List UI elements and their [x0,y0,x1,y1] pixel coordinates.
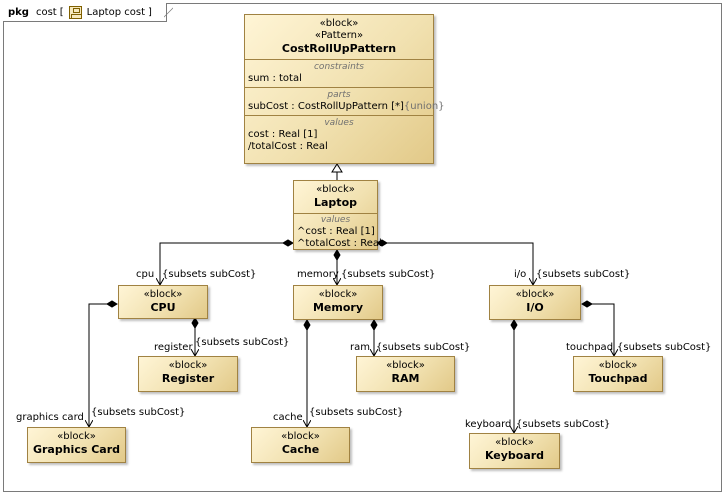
memory-subsets-label: {subsets subCost} [341,269,436,280]
compartment-title: constraints [313,62,364,72]
block-stereotype: «block» [515,289,555,300]
cpu-block[interactable]: «block»CPU [118,285,208,319]
cpu-subsets-label: {subsets subCost} [162,269,257,280]
compartment-title: values [320,215,351,225]
composition-laptop-cpu [160,242,283,285]
value-row[interactable]: cost : Real [1] [248,129,318,140]
diamond-cpu-register [191,317,199,329]
block-stereotype: «block» [386,360,425,371]
touchpad-block[interactable]: «block»Touchpad [573,356,663,392]
register-role-label[interactable]: register [154,342,193,353]
diamond-laptop-cpu [282,239,294,247]
graphics-card-subsets-label: {subsets subCost} [91,407,186,418]
bracket-close: ] [147,6,152,18]
keyboard-block[interactable]: «block»Keyboard [469,433,560,469]
frame-header: pkg cost [ Laptop cost ] [3,3,167,22]
block-stereotype: «block» [318,289,358,300]
block-stereotype: «block» [143,289,183,300]
block-name: Graphics Card [32,443,121,456]
part-property: {union} [403,101,445,112]
block-name: Memory [312,301,364,314]
register-block[interactable]: «block»Register [138,356,238,392]
cpu-role-label[interactable]: cpu [136,269,155,280]
parts-compartment: parts subCost : CostRollUpPattern [*]{un… [245,87,445,115]
ram-subsets-label: {subsets subCost} [376,342,471,353]
cache-block[interactable]: «block»Cache [251,427,350,463]
block-header: «block» Laptop [294,181,377,210]
block-name: Cache [281,443,320,456]
part-text: subCost : CostRollUpPattern [*] [248,101,404,112]
block-stereotype: «block» [495,437,534,448]
diamond-laptop-memory [333,249,341,261]
block-name: Touchpad [588,372,648,385]
composition-cpu-graphics [89,303,107,427]
value-row[interactable]: ^cost : Real [1] [297,226,375,237]
io-subsets-label: {subsets subCost} [536,269,631,280]
values-compartment: values ^cost : Real [1] ^totalCost : Rea… [294,213,382,251]
cache-subsets-label: {subsets subCost} [309,407,404,418]
block-stereotype: «block» [598,360,638,371]
diamond-memory-cache [303,319,311,331]
constraints-compartment: constraints sum : total [245,59,433,87]
block-stereotype: «block» [319,18,359,29]
value-row[interactable]: /totalCost : Real [248,141,328,152]
frame-name: cost [35,6,57,18]
keyboard-subsets-label: {subsets subCost} [516,419,611,430]
keyboard-role-label[interactable]: keyboard [465,419,512,430]
cache-role-label[interactable]: cache [273,412,303,423]
value-row[interactable]: ^totalCost : Real [297,238,382,249]
bracket-open: [ [59,6,64,18]
compartment-title: parts [327,90,351,100]
block-name: Register [161,372,215,385]
block-stereotype: «block» [168,360,208,371]
composition-io-touchpad [592,303,614,356]
touchpad-role-label[interactable]: touchpad [566,342,614,353]
block-stereotype: «block» [316,184,355,195]
io-role-label[interactable]: i/o [514,269,527,280]
touchpad-subsets-label: {subsets subCost} [617,342,712,353]
costrolluppattern-block[interactable]: «block» «Pattern» CostRollUpPattern cons… [244,14,445,164]
constraint-row[interactable]: sum : total [248,73,302,84]
diamond-cpu-graphics [106,300,118,308]
block-name: Laptop [314,196,357,209]
block-stereotype: «block» [57,431,96,442]
memory-block[interactable]: «block»Memory [293,285,383,320]
block-diagram-icon [68,5,82,19]
ram-block[interactable]: «block»RAM [356,356,455,392]
block-name: CPU [150,301,176,314]
diamond-memory-ram [370,319,378,331]
composition-laptop-io [382,242,533,285]
pattern-stereotype: «Pattern» [314,30,364,41]
block-name: I/O [526,301,544,314]
diagram-label: Laptop cost [86,6,145,18]
laptop-block[interactable]: «block» Laptop values ^cost : Real [1] ^… [293,180,382,251]
block-header: «block» «Pattern» CostRollUpPattern [245,15,433,56]
block-name: RAM [391,372,420,385]
frame-keyword: pkg [8,6,29,18]
block-stereotype: «block» [281,431,320,442]
diamond-laptop-io [376,239,388,247]
graphics-card-role-label[interactable]: graphics card [16,412,84,423]
part-row[interactable]: subCost : CostRollUpPattern [*]{union} [248,101,445,113]
diamond-io-keyboard [510,319,518,331]
io-block[interactable]: «block»I/O [489,285,581,320]
values-compartment: values cost : Real [1] /totalCost : Real [245,115,433,155]
graphics-card-block[interactable]: «block»Graphics Card [27,427,126,463]
block-name: CostRollUpPattern [281,42,397,55]
generalization-arrowhead [331,163,343,173]
register-subsets-label: {subsets subCost} [195,337,290,348]
compartment-title: values [324,118,354,128]
ram-role-label[interactable]: ram [350,342,370,353]
block-name: Keyboard [484,449,545,462]
memory-role-label[interactable]: memory [297,269,339,280]
diamond-io-touchpad [581,300,593,308]
